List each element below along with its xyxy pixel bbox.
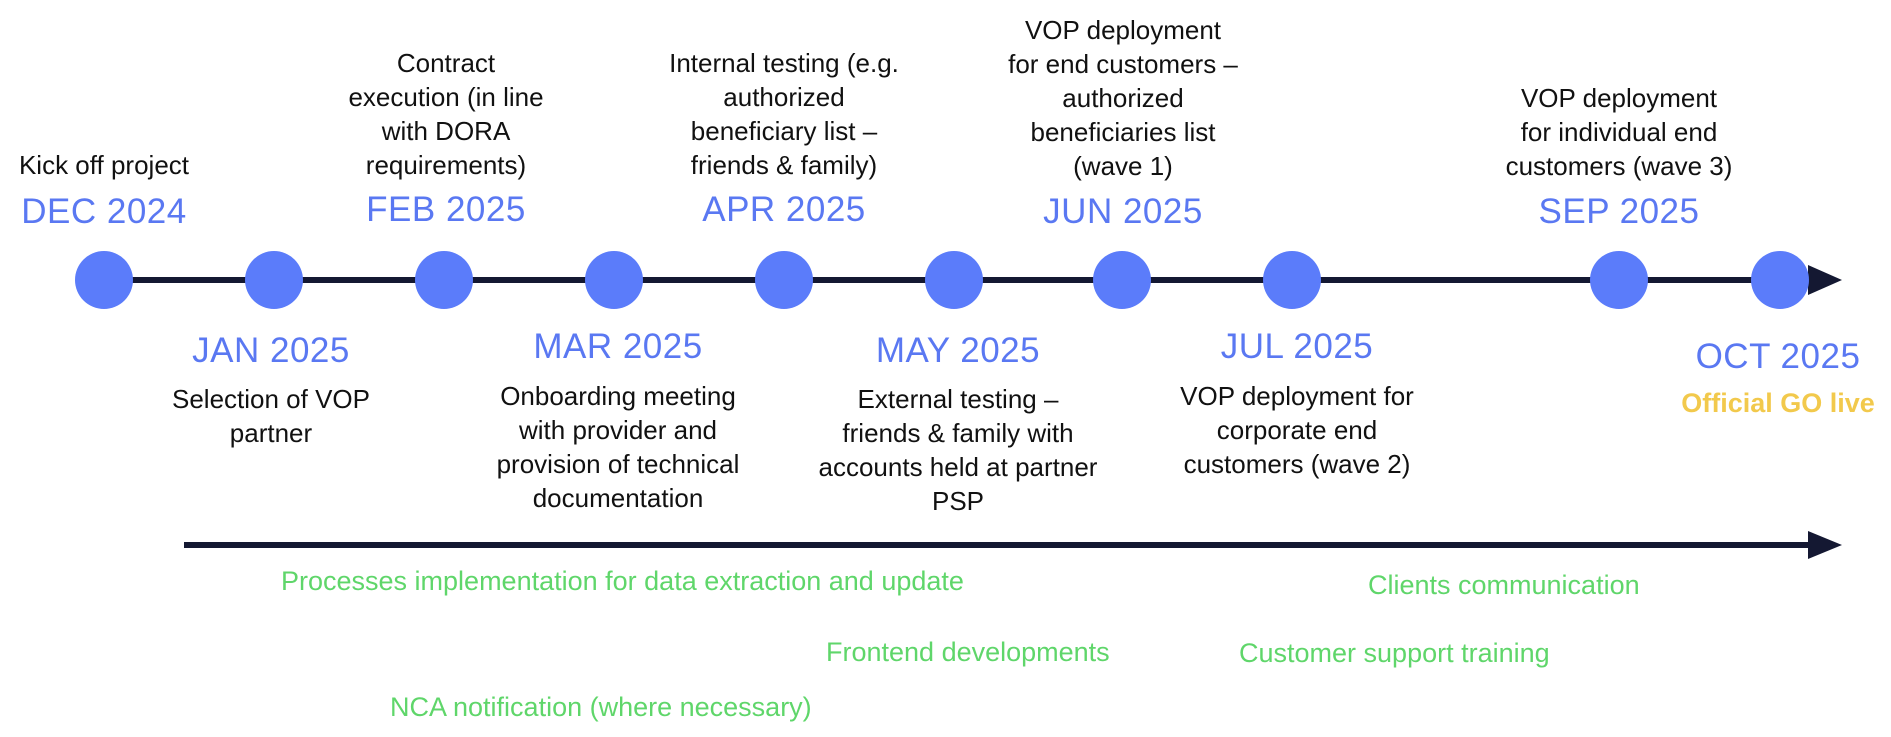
activity-frontend-developments: Frontend developments: [826, 637, 1110, 667]
milestone-date-feb-2025: FEB 2025: [366, 190, 526, 229]
milestone-dot-jun-2025: [1093, 251, 1151, 309]
milestone-description-may-2025: External testing – friends & family with…: [818, 384, 1098, 516]
go-live-label: Official GO live: [1681, 388, 1875, 418]
activity-processes-implementation: Processes implementation for data extrac…: [281, 566, 964, 596]
activities-axis-arrowhead: [1808, 531, 1842, 559]
milestone-dot-oct-2025: [1751, 251, 1809, 309]
milestone-dot-dec-2024: [75, 251, 133, 309]
milestone-date-jul-2025: JUL 2025: [1220, 327, 1374, 366]
milestone-date-mar-2025: MAR 2025: [533, 327, 703, 366]
milestone-description-sep-2025: VOP deployment for individual end custom…: [1505, 83, 1733, 181]
milestone-description-jun-2025: VOP deployment for end customers – autho…: [1008, 15, 1238, 181]
milestone-dot-mar-2025: [585, 251, 643, 309]
milestone-dot-feb-2025: [415, 251, 473, 309]
milestone-date-oct-2025: OCT 2025: [1695, 337, 1861, 376]
activity-nca-notification: NCA notification (where necessary): [390, 692, 812, 722]
milestone-description-feb-2025: Contract execution (in line with DORA re…: [348, 48, 544, 180]
milestone-description-apr-2025: Internal testing (e.g. authorized benefi…: [669, 48, 899, 180]
milestone-date-apr-2025: APR 2025: [702, 190, 866, 229]
milestone-dot-may-2025: [925, 251, 983, 309]
activity-customer-support-training: Customer support training: [1239, 638, 1550, 668]
milestone-date-may-2025: MAY 2025: [875, 331, 1041, 370]
milestone-description-dec-2024: Kick off project: [18, 150, 190, 180]
milestone-description-mar-2025: Onboarding meeting with provider and pro…: [496, 381, 740, 513]
activity-clients-communication: Clients communication: [1368, 570, 1640, 600]
milestone-dot-sep-2025: [1590, 251, 1648, 309]
milestone-dot-jan-2025: [245, 251, 303, 309]
milestone-date-dec-2024: DEC 2024: [21, 192, 187, 231]
milestone-date-jun-2025: JUN 2025: [1043, 192, 1203, 231]
milestone-date-sep-2025: SEP 2025: [1538, 192, 1700, 231]
milestone-date-jan-2025: JAN 2025: [192, 331, 350, 370]
milestone-description-jul-2025: VOP deployment for corporate end custome…: [1180, 381, 1414, 479]
milestone-dot-apr-2025: [755, 251, 813, 309]
milestone-description-jan-2025: Selection of VOP partner: [172, 384, 370, 448]
milestone-dot-jul-2025: [1263, 251, 1321, 309]
timeline-axis-arrowhead: [1808, 265, 1842, 295]
